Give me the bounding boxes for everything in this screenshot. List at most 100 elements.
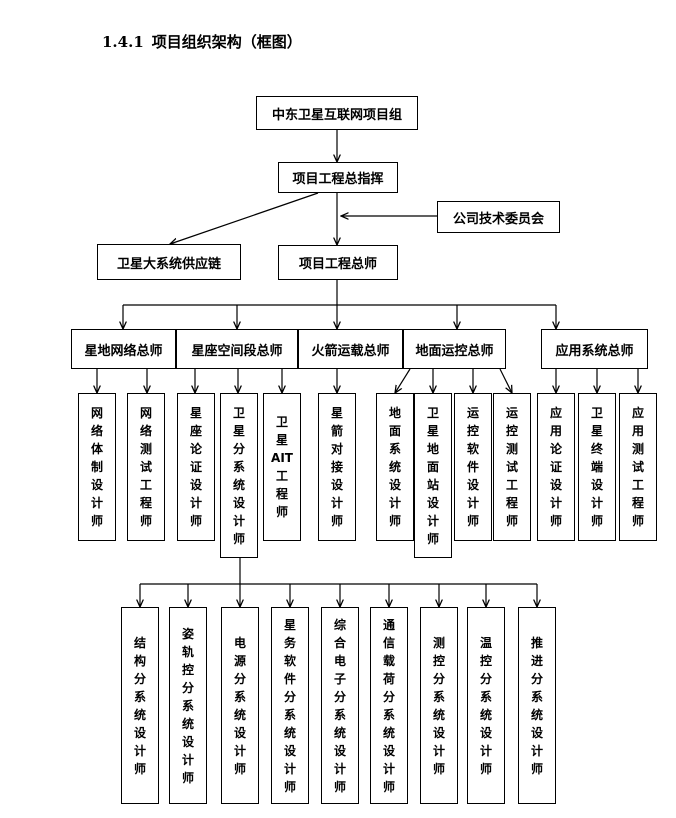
node-char: 分 xyxy=(333,689,346,704)
node-ground-network-chief: 星地网络总师 xyxy=(71,329,176,369)
node-char: 制 xyxy=(90,460,103,474)
node-char: 星 xyxy=(275,433,288,447)
node-char: 件 xyxy=(283,671,296,686)
node-char: 合 xyxy=(333,635,346,650)
node-char: 统 xyxy=(333,725,346,740)
node-payload-designer: 通信载荷分系统设计师 xyxy=(370,607,408,804)
node-char: 箭 xyxy=(330,424,343,438)
node-char: 设 xyxy=(189,478,202,492)
section-number: 1.4.1 xyxy=(102,33,144,51)
node-char: 星 xyxy=(590,424,603,438)
node-char: 试 xyxy=(139,460,152,474)
node-char: 设 xyxy=(590,478,603,492)
node-char: 工 xyxy=(631,478,644,492)
node-char: 程 xyxy=(139,496,152,510)
node-propulsion-designer: 推进分系统设计师 xyxy=(518,607,556,804)
node-satellite-subsystem-designer: 卫星分系统设计师 xyxy=(220,393,258,558)
node-char: 师 xyxy=(530,761,543,776)
node-char: 师 xyxy=(590,514,603,528)
node-chief-engineer: 项目工程总师 xyxy=(278,245,398,280)
node-char: 设 xyxy=(233,725,246,740)
node-char: 卫 xyxy=(426,405,439,420)
node-char: 件 xyxy=(466,460,479,474)
node-char: 师 xyxy=(426,531,439,546)
node-char: 试 xyxy=(505,460,518,474)
node-char: 终 xyxy=(590,442,603,456)
node-char: 设 xyxy=(432,725,445,740)
node-technical-committee: 公司技术委员会 xyxy=(437,201,560,233)
node-char: 卫 xyxy=(590,406,603,420)
node-char: 师 xyxy=(232,531,245,546)
node-char: 计 xyxy=(426,513,439,528)
node-char: 计 xyxy=(330,496,343,510)
node-char: 星 xyxy=(426,423,439,438)
node-char: 统 xyxy=(382,725,395,740)
node-char: 师 xyxy=(388,514,401,528)
node-char: 统 xyxy=(232,477,245,492)
node-char: 师 xyxy=(189,514,202,528)
node-char: 分 xyxy=(479,671,492,686)
node-char: 计 xyxy=(388,496,401,510)
node-chief-commander: 项目工程总指挥 xyxy=(278,162,398,193)
node-ground-system-designer: 地面系统设计师 xyxy=(376,393,414,541)
node-char: 师 xyxy=(479,761,492,776)
node-char: 系 xyxy=(232,459,245,474)
node-char: 设 xyxy=(479,725,492,740)
node-char: 控 xyxy=(466,424,479,438)
node-char: 构 xyxy=(133,653,146,668)
node-ground-station-designer: 卫星地面站设计师 xyxy=(414,393,452,558)
node-char: 程 xyxy=(275,487,288,501)
node-char: 工 xyxy=(139,478,152,492)
node-char: 计 xyxy=(189,496,202,510)
node-char: 测 xyxy=(139,442,152,456)
node-ttc-designer: 测控分系统设计师 xyxy=(420,607,458,804)
node-char: 程 xyxy=(505,496,518,510)
node-app-demo-designer: 应用论证设计师 xyxy=(537,393,575,541)
node-char: 通 xyxy=(382,617,395,632)
node-char: 计 xyxy=(90,496,103,510)
node-char: 软 xyxy=(283,653,296,668)
arrow-commander-supply xyxy=(170,192,319,244)
node-char: 设 xyxy=(133,725,146,740)
node-char: 控 xyxy=(505,424,518,438)
node-char: 座 xyxy=(189,424,202,438)
node-char: 务 xyxy=(283,635,296,650)
node-char: 控 xyxy=(181,662,194,677)
node-char: 计 xyxy=(181,752,194,767)
node-char: 用 xyxy=(549,424,562,438)
node-char: 分 xyxy=(432,671,445,686)
node-char: 系 xyxy=(388,442,401,456)
node-char: 运 xyxy=(466,406,479,420)
node-char: 设 xyxy=(549,478,562,492)
node-char: 计 xyxy=(466,496,479,510)
node-rocket-chief: 火箭运载总师 xyxy=(298,329,403,369)
node-attitude-orbit-control-designer: 姿轨控分系统设计师 xyxy=(169,607,207,804)
node-char: 工 xyxy=(505,478,518,492)
node-char: 设 xyxy=(333,743,346,758)
node-char: 师 xyxy=(233,761,246,776)
node-char: 师 xyxy=(466,514,479,528)
node-char: 荷 xyxy=(382,671,395,686)
node-char: 应 xyxy=(631,406,644,420)
node-char: 计 xyxy=(232,513,245,528)
node-char: 计 xyxy=(382,761,395,776)
node-char: 分 xyxy=(283,689,296,704)
node-rocket-interface-designer: 星箭对接设计师 xyxy=(318,393,356,541)
node-char: 设 xyxy=(466,478,479,492)
node-thermal-designer: 温控分系统设计师 xyxy=(467,607,505,804)
node-app-system-chief: 应用系统总师 xyxy=(541,329,648,369)
node-char: 轨 xyxy=(181,644,194,659)
node-char: 对 xyxy=(330,442,343,456)
node-char: 设 xyxy=(283,743,296,758)
node-char: 面 xyxy=(426,459,439,474)
node-char: 计 xyxy=(432,743,445,758)
node-char: 运 xyxy=(505,406,518,420)
node-char: 设 xyxy=(330,478,343,492)
node-char: 计 xyxy=(549,496,562,510)
node-char: 统 xyxy=(181,716,194,731)
node-char: 卫 xyxy=(275,415,288,429)
node-char: 师 xyxy=(549,514,562,528)
node-char: 软 xyxy=(466,442,479,456)
node-network-architecture-designer: 网络体制设计师 xyxy=(78,393,116,541)
node-char: 体 xyxy=(90,442,103,456)
